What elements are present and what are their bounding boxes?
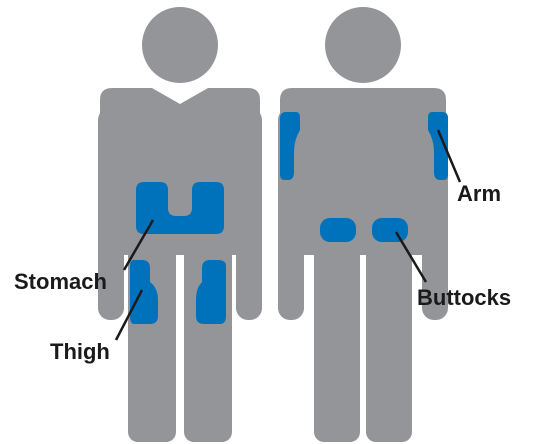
back-head bbox=[325, 7, 401, 83]
front-right-arm bbox=[236, 108, 262, 320]
buttocks-site-right bbox=[372, 218, 408, 242]
buttocks-site-left bbox=[320, 218, 356, 242]
arm-label: Arm bbox=[457, 181, 501, 206]
stomach-label: Stomach bbox=[14, 269, 107, 294]
back-right-leg bbox=[366, 240, 412, 442]
back-left-leg bbox=[314, 240, 360, 442]
thigh-label: Thigh bbox=[50, 339, 110, 364]
back-figure bbox=[278, 7, 448, 442]
buttocks-label: Buttocks bbox=[417, 285, 511, 310]
front-figure bbox=[98, 7, 262, 442]
back-torso bbox=[280, 88, 446, 255]
front-head bbox=[142, 7, 218, 83]
